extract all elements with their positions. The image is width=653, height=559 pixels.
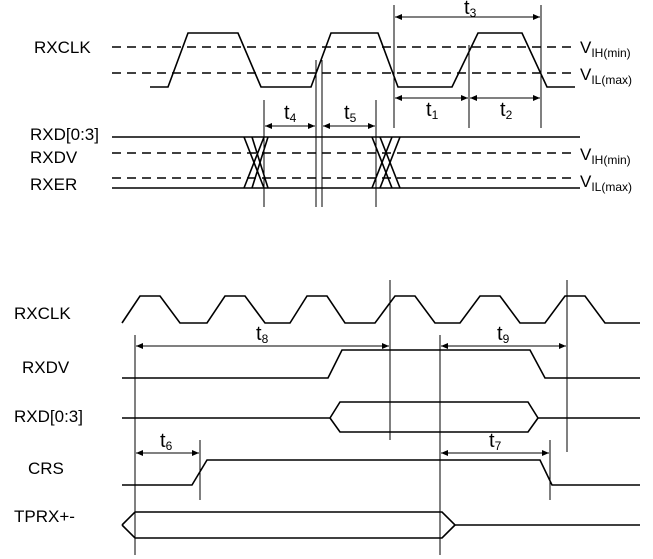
bottom-label-rxd: RXD[0:3] (14, 407, 83, 426)
bottom-label-rxclk: RXCLK (14, 304, 71, 323)
bottom-rxd-waveform (122, 401, 640, 433)
bottom-rxclk-waveform (121, 295, 640, 324)
top-t3-label: t3 (464, 0, 477, 20)
bottom-t9-label: t9 (497, 323, 510, 346)
bottom-label-rxdv: RXDV (22, 358, 70, 377)
top-label-rxer: RXER (30, 175, 77, 194)
bottom-crs-waveform (122, 459, 640, 486)
top-data-vih-label: VIH(min) (580, 145, 631, 167)
bottom-t7-label: t7 (489, 430, 502, 453)
top-t1-label: t1 (426, 99, 439, 122)
top-vil-label: VIL(max) (580, 65, 632, 87)
svg-text:VIH(min): VIH(min) (580, 38, 631, 60)
top-t2-label: t2 (500, 99, 513, 122)
top-data-crossover-1 (243, 136, 269, 189)
top-reference-lines (263, 5, 542, 207)
top-label-rxdv: RXDV (30, 148, 78, 167)
top-vih-label: VIH(min) (580, 38, 631, 60)
bottom-tprx-waveform (121, 511, 640, 539)
top-label-rxd: RXD[0:3] (30, 125, 99, 144)
top-timing-diagram: RXCLK RXD[0:3] RXDV RXER VIH(min) VIL(ma… (30, 0, 632, 207)
bottom-t8-label: t8 (256, 323, 269, 346)
bottom-t6-label: t6 (160, 430, 173, 453)
bottom-rxdv-waveform (122, 349, 640, 379)
bottom-label-crs: CRS (28, 459, 64, 478)
top-data-vil-label: VIL(max) (580, 172, 632, 194)
svg-text:VIL(max): VIL(max) (580, 65, 632, 87)
top-data-crossover-2 (371, 136, 401, 189)
top-label-rxclk: RXCLK (34, 38, 91, 57)
top-t5-label: t5 (344, 102, 357, 125)
svg-text:VIL(max): VIL(max) (580, 172, 632, 194)
svg-text:VIH(min): VIH(min) (580, 145, 631, 167)
bottom-label-tprx: TPRX+- (14, 507, 75, 526)
bottom-timing-diagram: RXCLK RXDV RXD[0:3] CRS TPRX+- (14, 280, 640, 555)
top-rxclk-waveform (150, 32, 575, 88)
top-t4-label: t4 (284, 102, 297, 125)
bottom-reference-lines (134, 280, 568, 555)
